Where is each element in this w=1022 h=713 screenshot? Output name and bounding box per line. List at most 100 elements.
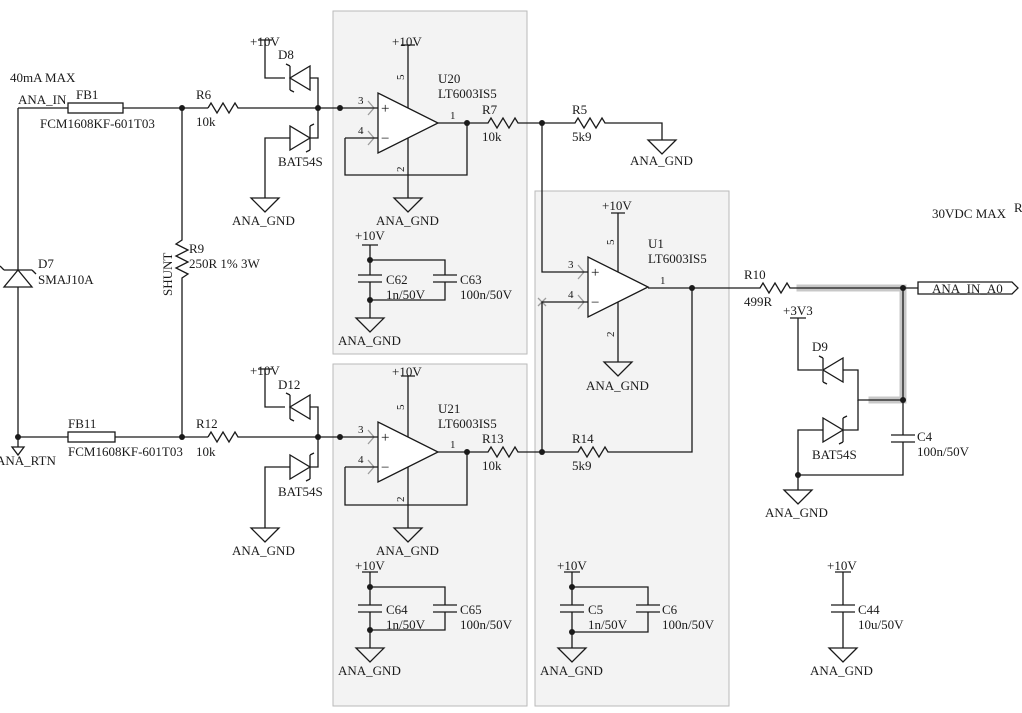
u20-vcc: +10V <box>392 34 422 49</box>
opamp-u20 <box>337 44 470 333</box>
r10-value: 499R <box>744 294 773 309</box>
u21-pin2: 2 <box>395 497 407 503</box>
r9-value: 250R 1% 3W <box>189 256 261 271</box>
c6-ref: C6 <box>662 602 678 617</box>
block-u21 <box>332 363 528 707</box>
r5-ref: R5 <box>572 102 587 117</box>
u20-pin2: 2 <box>395 167 407 173</box>
port-label: ANA_IN_A0 <box>932 281 1003 296</box>
c63-ref: C63 <box>460 272 482 287</box>
port-ana-in-a0 <box>917 281 1019 295</box>
c62-ref: C62 <box>386 272 408 287</box>
c65-value: 100n/50V <box>460 617 513 632</box>
u20-gnd: ANA_GND <box>376 213 439 228</box>
net-ana-in: ANA_IN <box>18 92 67 107</box>
clamp-diode-d8 <box>249 39 321 213</box>
fb11-value: FCM1608KF-601T03 <box>68 444 183 459</box>
r13-value: 10k <box>482 458 502 473</box>
u20-pin5: 5 <box>395 74 407 80</box>
c44-vcc: +10V <box>827 558 857 573</box>
r6-value: 10k <box>196 114 216 129</box>
u21-ref: U21 <box>438 401 460 416</box>
c44-value: 10u/50V <box>858 617 904 632</box>
d12-value: BAT54S <box>278 484 323 499</box>
r6-ref: R6 <box>196 87 212 102</box>
c5-value: 1n/50V <box>588 617 628 632</box>
r7-ref: R7 <box>482 102 498 117</box>
d9-value: BAT54S <box>812 447 857 462</box>
u21-pin1: 1 <box>450 439 456 451</box>
r5-gnd: ANA_GND <box>630 153 693 168</box>
net-shunt: SHUNT <box>160 253 175 296</box>
u20-pin1: 1 <box>450 110 456 122</box>
d8-vcc: +10V <box>250 34 280 49</box>
d12-ref: D12 <box>278 377 300 392</box>
r14-ref: R14 <box>572 431 594 446</box>
u20-minus: − <box>381 131 389 147</box>
c4-ref: C4 <box>917 429 933 444</box>
output-section <box>740 281 1019 663</box>
c62-vcc: +10V <box>355 228 385 243</box>
u1-value: LT6003IS5 <box>648 251 707 266</box>
u1-pin1: 1 <box>660 275 666 287</box>
c44-gnd: ANA_GND <box>810 663 873 678</box>
r7-value: 10k <box>482 129 502 144</box>
c64-gnd: ANA_GND <box>338 663 401 678</box>
resistor-r14 <box>542 288 693 459</box>
c62-value: 1n/50V <box>386 287 426 302</box>
ferrite-fb1 <box>67 102 124 114</box>
c6-value: 100n/50V <box>662 617 715 632</box>
resistor-r12 <box>207 430 340 444</box>
c64-ref: C64 <box>386 602 408 617</box>
d8-gnd: ANA_GND <box>232 213 295 228</box>
u21-minus: − <box>381 460 389 476</box>
d7-value: SMAJ10A <box>38 272 94 287</box>
d9-ref: D9 <box>812 339 828 354</box>
u1-pin2: 2 <box>605 332 617 338</box>
u21-pin3: 3 <box>358 424 364 436</box>
u20-value: LT6003IS5 <box>438 86 497 101</box>
clipped-label: R <box>1014 200 1022 215</box>
r10-ref: R10 <box>744 267 766 282</box>
c4-value: 100n/50V <box>917 444 970 459</box>
u1-pin4: 4 <box>568 289 574 301</box>
u21-vcc: +10V <box>392 364 422 379</box>
u1-pin3: 3 <box>568 259 574 271</box>
c44-ref: C44 <box>858 602 880 617</box>
c62-gnd: ANA_GND <box>338 333 401 348</box>
u20-pin4: 4 <box>358 125 364 137</box>
r12-value: 10k <box>196 444 216 459</box>
opamp-u21 <box>337 375 470 663</box>
u20-pin3: 3 <box>358 95 364 107</box>
d8-value: BAT54S <box>278 154 323 169</box>
resistor-r5 <box>542 116 663 140</box>
opamp-u1 <box>556 212 740 663</box>
input-section <box>0 101 340 457</box>
r12-ref: R12 <box>196 416 218 431</box>
u20-ref: U20 <box>438 71 460 86</box>
u21-pin4: 4 <box>358 454 364 466</box>
r14-value: 5k9 <box>572 458 592 473</box>
u1-plus: + <box>591 265 599 281</box>
tvs-diode-d7 <box>0 265 37 288</box>
d9-vcc: +3V3 <box>783 303 813 318</box>
u21-pin5: 5 <box>395 404 407 410</box>
d7-ref: D7 <box>38 256 54 271</box>
resistor-r7 <box>467 116 542 130</box>
block-u1 <box>534 190 730 707</box>
resistor-r10 <box>740 281 918 295</box>
resistor-r9 <box>174 108 190 437</box>
fb11-ref: FB11 <box>68 416 96 431</box>
d8-ref: D8 <box>278 47 294 62</box>
c65-ref: C65 <box>460 602 482 617</box>
u1-gnd: ANA_GND <box>586 378 649 393</box>
ferrite-fb11 <box>67 431 116 443</box>
resistor-r6 <box>207 101 340 115</box>
u21-plus: + <box>381 430 389 446</box>
u1-pin5: 5 <box>605 239 617 245</box>
r9-ref: R9 <box>189 241 204 256</box>
net-ana-rtn: ANA_RTN <box>0 453 56 468</box>
d12-vcc: +10V <box>250 363 280 378</box>
u1-ref: U1 <box>648 236 664 251</box>
